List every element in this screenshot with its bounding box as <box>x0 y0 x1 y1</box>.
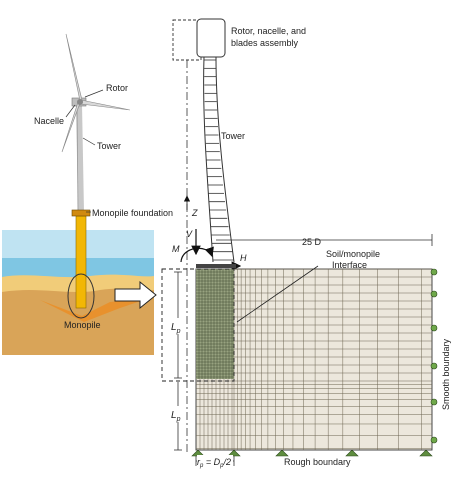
rp-d-subscript: p <box>219 463 224 469</box>
rotor-leader <box>84 89 104 98</box>
fe-model: Rotor, nacelle, and blades assembly Towe… <box>161 18 451 469</box>
axis-z-label: Z <box>191 208 198 218</box>
load-m-arrow <box>180 246 214 263</box>
load-h-label: H <box>240 253 247 263</box>
rotor-hub <box>77 99 83 105</box>
pile-refined-zone <box>196 269 234 379</box>
assembly-label-line1: Rotor, nacelle, and <box>231 26 306 36</box>
roller-support <box>430 268 438 276</box>
tower-beam-left-edge <box>203 56 214 263</box>
load-m-label: M <box>172 244 180 254</box>
rough-boundary-label: Rough boundary <box>284 457 351 467</box>
lp-lower-subscript: p <box>176 416 181 423</box>
monopile-label: Monopile <box>64 320 101 330</box>
assembly-mass-block <box>196 18 226 58</box>
lp-main-label-bg <box>169 318 185 334</box>
transition-piece <box>71 209 91 217</box>
blade-right <box>80 99 131 111</box>
right-roller-supports <box>430 268 438 444</box>
lp-main-subscript: p <box>176 328 181 335</box>
lp-main-label: Lp <box>171 322 181 335</box>
lp-main-symbol: L <box>171 322 177 333</box>
tower-beam-right-edge <box>215 56 235 263</box>
assembly-label-line2: blades assembly <box>231 38 299 48</box>
load-v-label: V <box>186 229 193 239</box>
tower-shaft <box>76 103 84 213</box>
rp-label-bg <box>197 455 233 467</box>
rp-label: rp = Dp/2 <box>197 457 231 469</box>
pile-cap-plate <box>196 264 236 268</box>
nacelle-leader <box>65 104 76 118</box>
seabed-dark-wedge <box>40 298 150 322</box>
tower-shaft-edge <box>76 103 79 213</box>
rp-symbol: r <box>197 457 201 467</box>
lp-lower-label-bg <box>169 406 185 422</box>
roller-support <box>430 324 438 332</box>
tower-beam-elements <box>204 59 234 261</box>
smooth-boundary-label: Smooth boundary <box>441 338 451 410</box>
pin-support <box>419 449 433 457</box>
dimension-25d-label: 25 D <box>302 237 322 247</box>
interface-label-line1: Soil/monopile <box>326 249 380 259</box>
pin-support <box>345 449 359 457</box>
nacelle-label: Nacelle <box>34 116 64 126</box>
tower-left-leader <box>82 137 96 146</box>
lp-lower-label: Lp <box>171 410 181 423</box>
bottom-pin-supports <box>191 449 433 457</box>
embedded-pile-outline <box>161 268 235 382</box>
monopile-highlight-ellipse <box>67 273 95 319</box>
roller-support <box>430 436 438 444</box>
roller-support <box>430 362 438 370</box>
rp-tail: /2 <box>222 457 231 467</box>
interface-leader <box>236 265 319 323</box>
roller-support <box>430 398 438 406</box>
pin-support <box>275 449 289 457</box>
rp-subscript: p <box>199 463 204 469</box>
lp-lower-symbol: L <box>171 410 177 421</box>
transfer-arrow <box>114 280 157 310</box>
tower-right-label: Tower <box>221 131 245 141</box>
soil-domain <box>195 268 433 451</box>
rp-equals: = D <box>203 457 220 467</box>
rotor-label: Rotor <box>106 83 128 93</box>
interface-label-line2: Interface <box>332 260 367 270</box>
roller-support <box>430 290 438 298</box>
blade-up <box>65 33 83 102</box>
site-illustration: Rotor Nacelle Tower Monopile foundation … <box>2 33 173 355</box>
finite-element-mesh <box>196 268 432 450</box>
monopile-foundation-label: Monopile foundation <box>92 208 173 218</box>
monopile-pile <box>75 215 87 309</box>
tower-left-label: Tower <box>97 141 121 151</box>
pile-zone-mesh <box>196 269 234 379</box>
